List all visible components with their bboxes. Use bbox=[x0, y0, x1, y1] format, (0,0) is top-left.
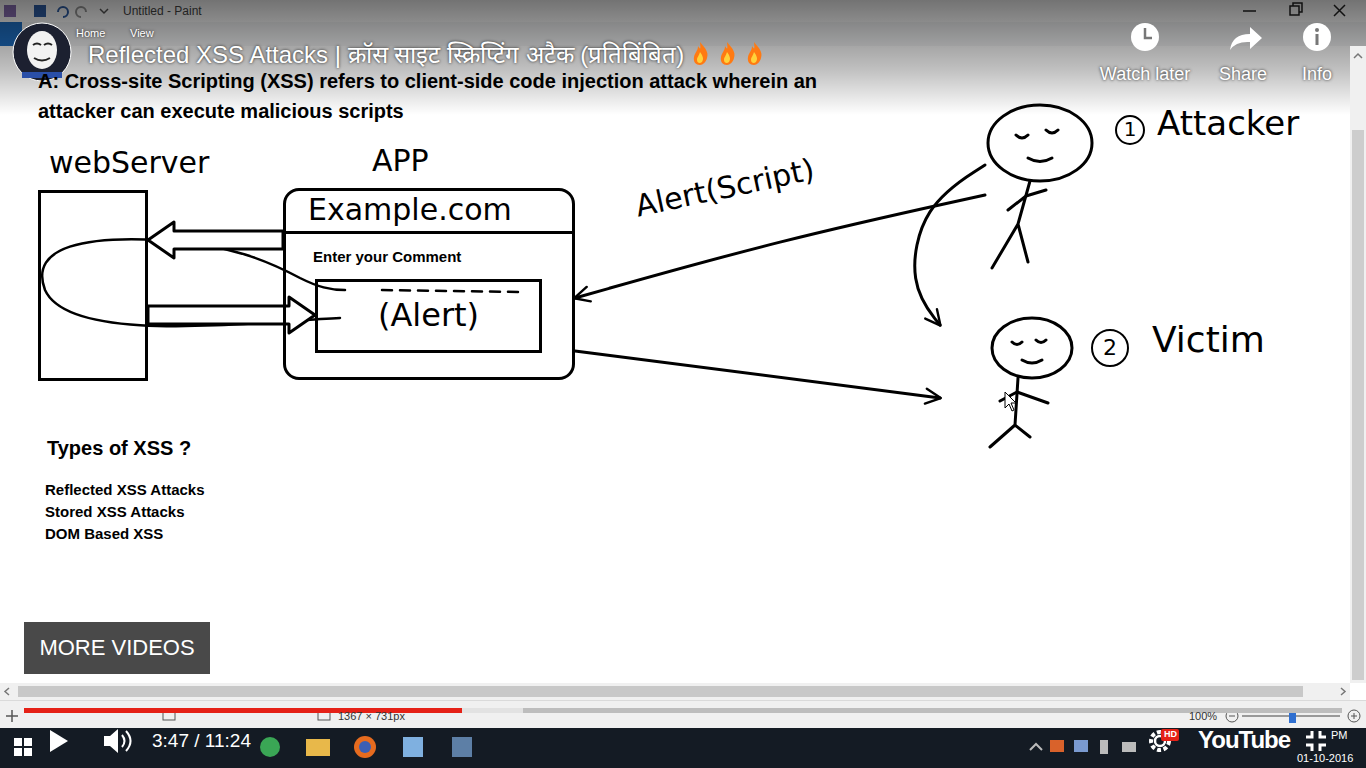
script-arrow bbox=[575, 351, 940, 398]
link-arrow bbox=[915, 165, 985, 325]
fire-icons bbox=[690, 40, 770, 66]
actor-name: Attacker bbox=[1157, 103, 1299, 144]
box-heading: webServer bbox=[49, 145, 209, 181]
exit-fullscreen-icon bbox=[1306, 731, 1326, 751]
callout-number: 2 bbox=[1091, 329, 1129, 367]
play-button bbox=[50, 730, 68, 752]
vertical-scrollbar bbox=[1350, 46, 1366, 683]
mouse-cursor bbox=[1005, 392, 1016, 411]
ribbon-tab: Home bbox=[76, 27, 105, 40]
clock-time: PM bbox=[1331, 729, 1348, 742]
tray-icons bbox=[1030, 740, 1136, 754]
status-bar bbox=[0, 700, 1366, 728]
share-icon bbox=[1230, 27, 1262, 50]
info-icon bbox=[1303, 23, 1331, 51]
input-text: (Alert) bbox=[378, 296, 479, 334]
progress-bar bbox=[24, 708, 1342, 713]
quality-badge: HD bbox=[1164, 729, 1177, 740]
watch-later-icon bbox=[1131, 23, 1159, 51]
attacker-figure bbox=[988, 105, 1092, 268]
taskbar bbox=[0, 728, 1366, 768]
ribbon-tab: View bbox=[130, 27, 154, 40]
field-caption: Enter your Comment bbox=[313, 248, 461, 266]
victim-figure bbox=[990, 318, 1072, 447]
zoom-level: 100% bbox=[1189, 710, 1217, 723]
comment-input: (Alert) bbox=[315, 279, 542, 353]
start-button bbox=[14, 738, 32, 756]
request-arrow bbox=[148, 222, 283, 258]
taskbar-apps bbox=[260, 736, 472, 758]
box-heading: APP bbox=[372, 143, 429, 179]
time-display: 3:47 / 11:24 bbox=[152, 730, 251, 753]
overlay-button-label: Watch later bbox=[1100, 64, 1190, 86]
attacker-actor: 1 Attacker bbox=[985, 95, 1330, 275]
victim-actor: 2 Victim bbox=[940, 310, 1320, 450]
clock-date: 01-10-2016 bbox=[1297, 752, 1353, 765]
edge-label: Alert(Script) bbox=[628, 151, 821, 226]
horizontal-scrollbar bbox=[0, 683, 1350, 700]
player-logo: YouTube bbox=[1198, 726, 1290, 755]
actor-name: Victim bbox=[1152, 318, 1265, 361]
player-top-shade bbox=[0, 0, 1366, 115]
list-item: Stored XSS Attacks bbox=[45, 503, 185, 521]
list-item: Reflected XSS Attacks bbox=[45, 481, 205, 499]
overlay-button-label: Info bbox=[1302, 64, 1332, 86]
video-title-bar: Reflected XSS Attacks | क्रॉस साइट स्क्र… bbox=[88, 37, 770, 70]
volume-icon bbox=[104, 729, 131, 753]
window-title: Untitled - Paint bbox=[123, 4, 202, 18]
more-videos-button: MORE VIDEOS bbox=[24, 622, 210, 674]
canvas-size: 1367 × 731px bbox=[338, 710, 405, 723]
definition-text: A: Cross-site Scripting (XSS) refers to … bbox=[38, 66, 883, 126]
browser-window: APPExample.comEnter your Comment(Alert) bbox=[283, 188, 575, 380]
list-item: DOM Based XSS bbox=[45, 525, 163, 543]
site-address: Example.com bbox=[308, 192, 512, 228]
callout-number: 1 bbox=[1115, 115, 1145, 145]
section-heading: Types of XSS ? bbox=[47, 436, 191, 460]
video-title: Reflected XSS Attacks | क्रॉस साइट स्क्र… bbox=[88, 41, 684, 68]
button-label: MORE VIDEOS bbox=[39, 635, 194, 661]
server-box: webServer bbox=[38, 190, 148, 381]
response-arrow bbox=[148, 297, 315, 333]
overlay-button-label: Share bbox=[1219, 64, 1267, 86]
settings-gear bbox=[1151, 729, 1179, 750]
